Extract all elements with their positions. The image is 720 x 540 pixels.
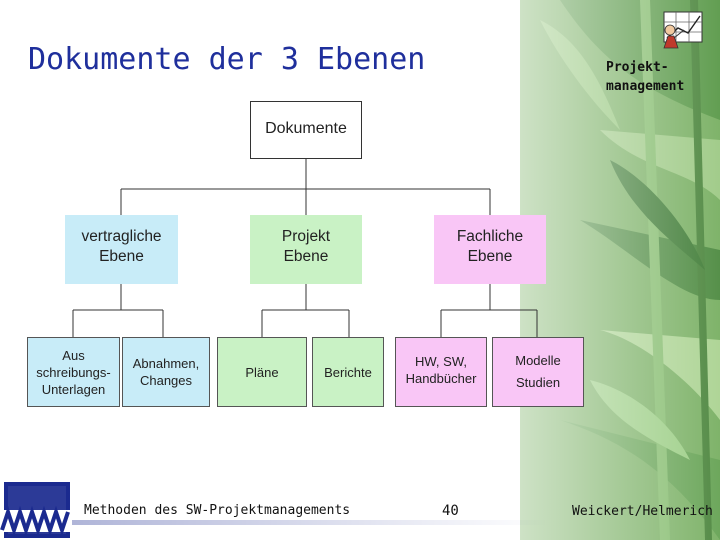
- leaf-node-hw-sw-handbuecher: HW, SW, Handbücher: [395, 337, 487, 407]
- leaf-node-label: Berichte: [324, 364, 372, 381]
- leaf-node-ausschreibungsunterlagen: Aus schreibungs- Unterlagen: [27, 337, 120, 407]
- leaf-node-label: Pläne: [245, 364, 278, 381]
- footer-authors: Weickert/Helmerich: [572, 504, 713, 519]
- level-node-label: vertragliche Ebene: [81, 227, 161, 267]
- leaf-node-modelle-studien: Modelle Studien: [492, 337, 584, 407]
- level-node-label: Fachliche Ebene: [457, 227, 523, 267]
- leaf-node-abnahmen-changes: Abnahmen, Changes: [122, 337, 210, 407]
- level-node-label: Projekt Ebene: [282, 227, 330, 267]
- wm-logo: [0, 482, 72, 538]
- leaf-node-label: Abnahmen, Changes: [133, 355, 200, 389]
- level-node-projekt-ebene: Projekt Ebene: [250, 215, 362, 284]
- level-node-vertragliche-ebene: vertragliche Ebene: [65, 215, 178, 284]
- level-node-fachliche-ebene: Fachliche Ebene: [434, 215, 546, 284]
- footer-page-number: 40: [442, 503, 459, 519]
- leaf-node-label: HW, SW, Handbücher: [406, 353, 477, 387]
- footer-course-title: Methoden des SW-Projektmanagements: [84, 503, 350, 518]
- root-node-label: Dokumente: [265, 120, 347, 138]
- leaf-node-label: Modelle Studien: [515, 355, 561, 388]
- leaf-node-berichte: Berichte: [312, 337, 384, 407]
- root-node-dokumente: Dokumente: [250, 101, 362, 159]
- leaf-node-plaene: Pläne: [217, 337, 307, 407]
- leaf-node-label: Aus schreibungs- Unterlagen: [36, 347, 110, 398]
